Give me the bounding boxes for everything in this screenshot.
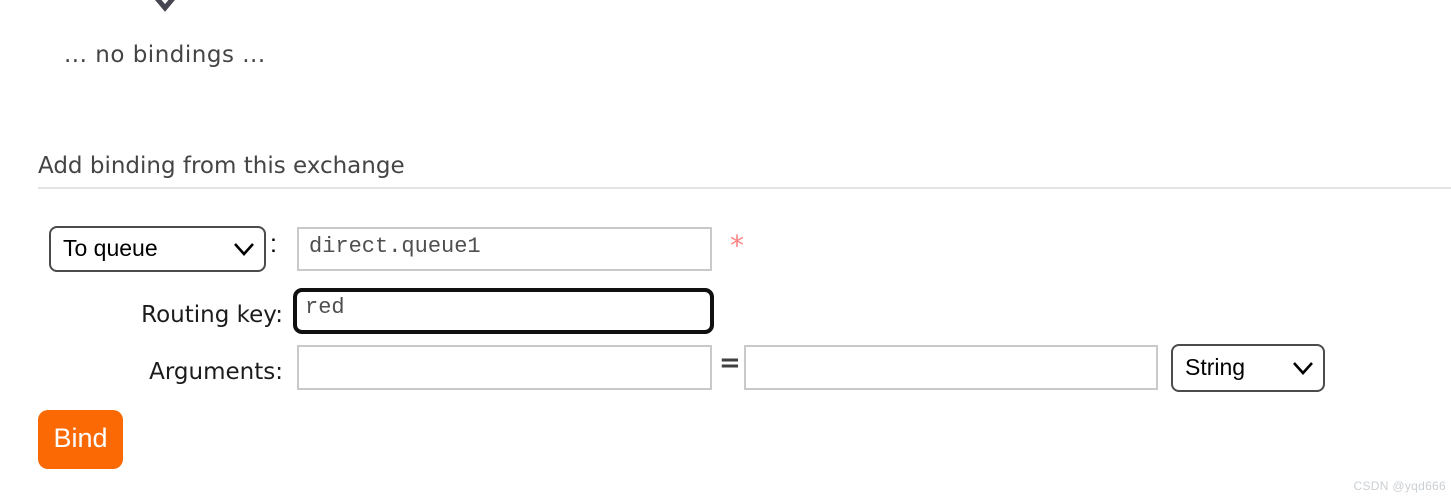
routing-key-input[interactable] <box>293 288 714 334</box>
destination-type-select-wrap: To queue <box>49 226 266 272</box>
chevron-down-icon <box>155 0 175 12</box>
argument-type-select[interactable]: String <box>1171 344 1325 392</box>
argument-key-input[interactable] <box>297 345 712 390</box>
argument-type-select-wrap: String <box>1171 344 1325 392</box>
section-heading: Add binding from this exchange <box>38 153 405 179</box>
required-asterisk: * <box>730 229 744 262</box>
bind-button[interactable]: Bind <box>38 410 123 469</box>
watermark-text: CSDN @yqd666 <box>1353 479 1446 493</box>
argument-value-input[interactable] <box>744 345 1158 390</box>
no-bindings-text: ... no bindings ... <box>64 42 266 68</box>
routing-key-label: Routing key: <box>141 302 283 328</box>
arguments-label: Arguments: <box>149 359 283 385</box>
equals-sign: = <box>719 348 741 378</box>
destination-type-select[interactable]: To queue <box>49 226 266 272</box>
section-divider <box>38 187 1451 189</box>
destination-separator: : <box>270 230 277 258</box>
destination-name-input[interactable] <box>297 227 712 271</box>
